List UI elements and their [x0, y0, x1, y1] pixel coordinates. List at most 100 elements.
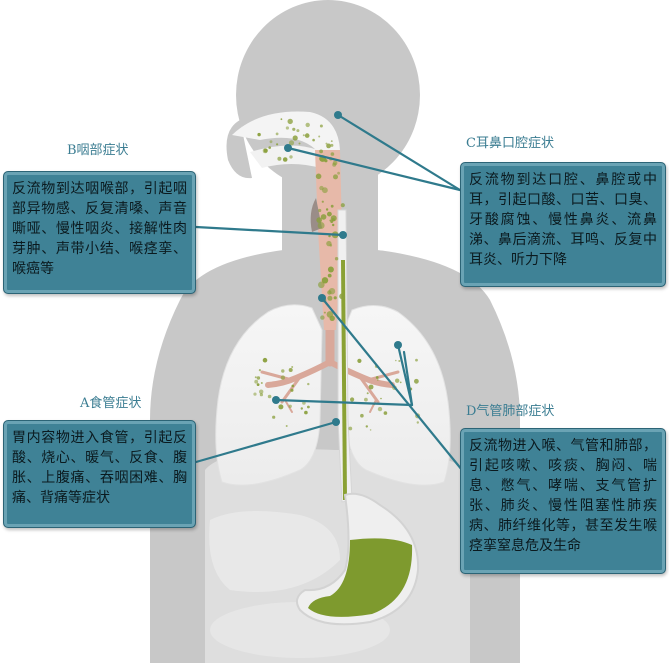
oral-cavity: [232, 111, 340, 152]
ent-symptoms-text: 反流物到达口腔、鼻腔或中耳，引起口酸、口苦、口臭、牙酸腐蚀、慢性鼻炎、流鼻涕、鼻…: [469, 172, 657, 268]
ent-symptoms-title: C耳鼻口腔症状: [466, 136, 554, 151]
reflux-droplet: [288, 404, 292, 408]
reflux-droplet: [288, 368, 293, 372]
reflux-droplet: [307, 382, 310, 386]
airway-lung-symptoms-title: D气管肺部症状: [466, 404, 555, 419]
reflux-droplet: [330, 140, 333, 143]
pharynx-symptoms-title: B咽部症状: [67, 143, 129, 158]
leader-d-2: [274, 398, 414, 407]
reflux-droplet: [330, 152, 335, 156]
reflux-droplet: [307, 405, 310, 409]
reflux-droplet: [281, 369, 285, 373]
reflux-droplet: [395, 359, 397, 362]
airway-lung-symptoms-box: 反流物进入喉、气管和肺部，引起咳嗽、咳痰、胸闷、喘息、憋气、哮喘、支气管扩张、肺…: [460, 428, 666, 574]
reflux-droplet: [357, 358, 362, 363]
reflux-droplet: [332, 162, 337, 167]
reflux-droplet: [398, 360, 401, 362]
reflux-droplet: [377, 379, 379, 381]
reflux-droplet: [296, 129, 300, 133]
reflux-droplet: [315, 173, 322, 180]
reflux-droplet: [260, 382, 263, 384]
reflux-droplet: [258, 369, 261, 372]
reflux-droplet: [330, 215, 337, 222]
reflux-droplet: [257, 132, 261, 137]
reflux-droplet: [292, 135, 298, 141]
reflux-droplet: [280, 118, 283, 121]
reflux-droplet: [348, 426, 353, 431]
reflux-droplet: [332, 223, 335, 227]
reflux-droplet: [415, 358, 418, 362]
reflux-droplet: [292, 127, 296, 131]
reflux-droplet: [254, 379, 259, 384]
reflux-droplet: [320, 315, 325, 320]
reflux-droplet: [337, 171, 340, 175]
reflux-droplet: [318, 135, 321, 138]
reflux-droplet: [350, 397, 355, 402]
reflux-droplet: [328, 234, 331, 238]
leader-end-dots: [272, 111, 402, 426]
leader-c-2: [286, 146, 462, 192]
reflux-droplet: [282, 157, 288, 162]
reflux-droplet: [317, 222, 325, 229]
reflux-droplet: [256, 376, 261, 380]
reflux-droplet: [364, 397, 368, 402]
reflux-droplet: [288, 140, 295, 146]
reflux-droplet: [329, 315, 335, 321]
reflux-column: [341, 260, 347, 500]
reflux-droplet: [278, 404, 284, 410]
reflux-droplet: [254, 376, 257, 379]
reflux-droplet: [330, 220, 334, 223]
reflux-droplet: [340, 203, 345, 208]
reflux-droplet: [368, 384, 374, 390]
reflux-droplet: [326, 143, 331, 149]
reflux-droplet: [320, 214, 327, 220]
reflux-droplet: [287, 118, 293, 125]
reflux-droplet: [285, 425, 288, 427]
esophageal-symptoms-box: 胃内容物进入食管，引起反酸、烧心、暖气、反食、腹胀、上腹痛、吞咽困难、胸痛、背痛…: [3, 420, 196, 528]
reflux-droplet: [327, 273, 332, 278]
reflux-droplet: [291, 366, 294, 368]
reflux-droplet: [316, 217, 323, 223]
reflux-droplet: [365, 425, 368, 428]
reflux-droplet: [330, 204, 334, 208]
reflux-droplet: [324, 159, 328, 163]
reflux-droplet: [276, 143, 279, 146]
reflux-droplet: [377, 406, 383, 412]
reflux-droplet: [414, 378, 419, 384]
left-lung: [343, 305, 451, 486]
leader-lines: [194, 113, 464, 472]
reflux-droplet: [330, 143, 334, 147]
reflux-droplet: [369, 429, 372, 431]
reflux-droplet: [326, 240, 332, 247]
reflux-droplet: [380, 397, 382, 400]
reflux-droplet: [262, 357, 268, 363]
reflux-droplet: [416, 421, 419, 424]
reflux-droplet: [325, 142, 328, 145]
reflux-droplet: [304, 410, 308, 415]
reflux-droplet: [300, 407, 303, 410]
reflux-droplet: [395, 378, 400, 383]
reflux-droplet: [360, 413, 364, 418]
reflux-droplet: [305, 122, 310, 128]
reflux-droplet: [272, 415, 276, 419]
reflux-droplet: [327, 295, 333, 301]
reflux-droplet: [328, 288, 336, 295]
reflux-droplet: [312, 138, 315, 142]
reflux-droplet: [269, 140, 273, 144]
reflux-droplet: [333, 174, 338, 180]
reflux-droplet: [253, 392, 257, 396]
reflux-droplet: [321, 200, 324, 203]
reflux-droplets: [253, 118, 421, 431]
reflux-droplet: [280, 375, 286, 380]
stomach-contents: [308, 538, 413, 617]
reflux-droplet: [334, 257, 339, 261]
reflux-droplet: [327, 266, 334, 273]
reflux-droplet: [323, 311, 326, 314]
ent-symptoms-box: 反流物到达口腔、鼻腔或中耳，引起口酸、口苦、口臭、牙酸腐蚀、慢性鼻炎、流鼻涕、鼻…: [460, 162, 666, 287]
reflux-droplet: [318, 281, 325, 289]
reflux-droplet: [290, 388, 294, 392]
reflux-droplet: [319, 124, 323, 128]
reflux-droplet: [318, 208, 322, 213]
reflux-droplet: [263, 148, 268, 153]
leader-b: [194, 225, 345, 237]
